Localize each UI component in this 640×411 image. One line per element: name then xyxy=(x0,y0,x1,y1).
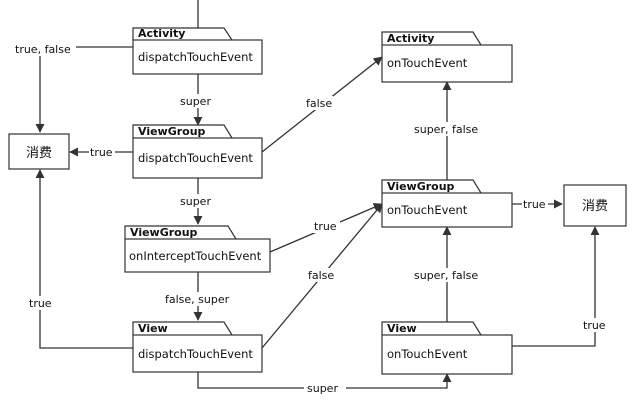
edge-label-intercept-to-viewgroup-ontouch: true xyxy=(314,220,337,233)
edge-activity-to-consume xyxy=(35,46,133,133)
consume-label: 消费 xyxy=(582,199,608,214)
node-method-label: onTouchEvent xyxy=(387,347,468,361)
node-method-label: onTouchEvent xyxy=(387,56,468,70)
node-tab-label: ViewGroup xyxy=(387,180,455,193)
node-method-label: dispatchTouchEvent xyxy=(138,151,253,165)
consume-label: 消费 xyxy=(26,146,52,161)
node-method-label: dispatchTouchEvent xyxy=(138,50,253,64)
edge-label-viewgroup-ontouch-to-consume: true xyxy=(523,198,546,211)
node-viewgroup-intercept: ViewGroup onInterceptTouchEvent xyxy=(124,225,271,273)
node-activity-ontouch: Activity onTouchEvent xyxy=(381,31,513,83)
edge-label-activity-to-viewgroup: super xyxy=(180,95,211,108)
node-method-label: dispatchTouchEvent xyxy=(138,347,253,361)
node-viewgroup-ontouch: ViewGroup onTouchEvent xyxy=(381,179,513,228)
edge-label-view-to-view-ontouch: super xyxy=(307,382,338,395)
edge-label-intercept-to-view: false, super xyxy=(165,293,230,306)
node-view-dispatch: View dispatchTouchEvent xyxy=(132,321,263,373)
node-method-label: onTouchEvent xyxy=(387,203,468,217)
edge-view-ontouch-to-consume xyxy=(512,226,600,347)
node-viewgroup-dispatch: ViewGroup dispatchTouchEvent xyxy=(132,124,263,179)
node-tab-label: Activity xyxy=(387,32,434,45)
edge-label-view-to-viewgroup-ontouch: false xyxy=(308,269,334,282)
node-view-ontouch: View onTouchEvent xyxy=(381,321,513,375)
edge-label-viewgroup-to-intercept: super xyxy=(180,195,211,208)
edge-label-activity-to-consume: true, false xyxy=(15,43,71,56)
node-tab-label: ViewGroup xyxy=(138,125,206,138)
node-tab-label: ViewGroup xyxy=(130,226,198,239)
edge-label-view-ontouch-to-viewgroup: super, false xyxy=(414,269,478,282)
node-method-label: onInterceptTouchEvent xyxy=(129,249,262,263)
edge-label-viewgroup-to-consume: true xyxy=(90,146,113,159)
node-consume-right: 消费 xyxy=(563,184,627,227)
node-tab-label: Activity xyxy=(138,27,185,40)
edge-view-to-consume xyxy=(35,169,133,349)
edge-label-viewgroup-ontouch-to-activity: super, false xyxy=(414,123,478,136)
edge-label-view-ontouch-to-consume: true xyxy=(583,319,606,332)
node-tab-label: View xyxy=(387,322,417,335)
edge-label-viewgroup-to-activity-ontouch: false xyxy=(306,97,332,110)
node-consume-left: 消费 xyxy=(8,133,70,170)
edge-label-view-to-consume: true xyxy=(29,297,52,310)
node-activity-dispatch: Activity dispatchTouchEvent xyxy=(132,27,263,75)
node-tab-label: View xyxy=(138,322,168,335)
